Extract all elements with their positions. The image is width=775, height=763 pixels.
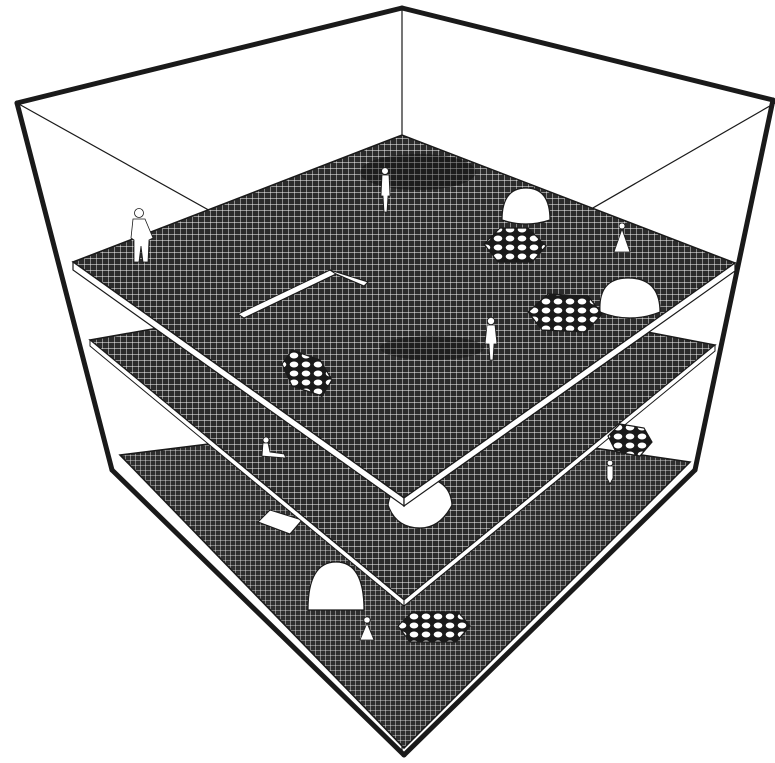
hexagonal-cluster bbox=[398, 612, 470, 642]
cube-top-left-edge bbox=[17, 8, 402, 103]
cube-top-right-edge bbox=[402, 8, 773, 100]
floor-depression-shadow bbox=[360, 154, 476, 190]
floor-depression-shadow bbox=[380, 336, 484, 360]
human-figure bbox=[607, 460, 613, 484]
